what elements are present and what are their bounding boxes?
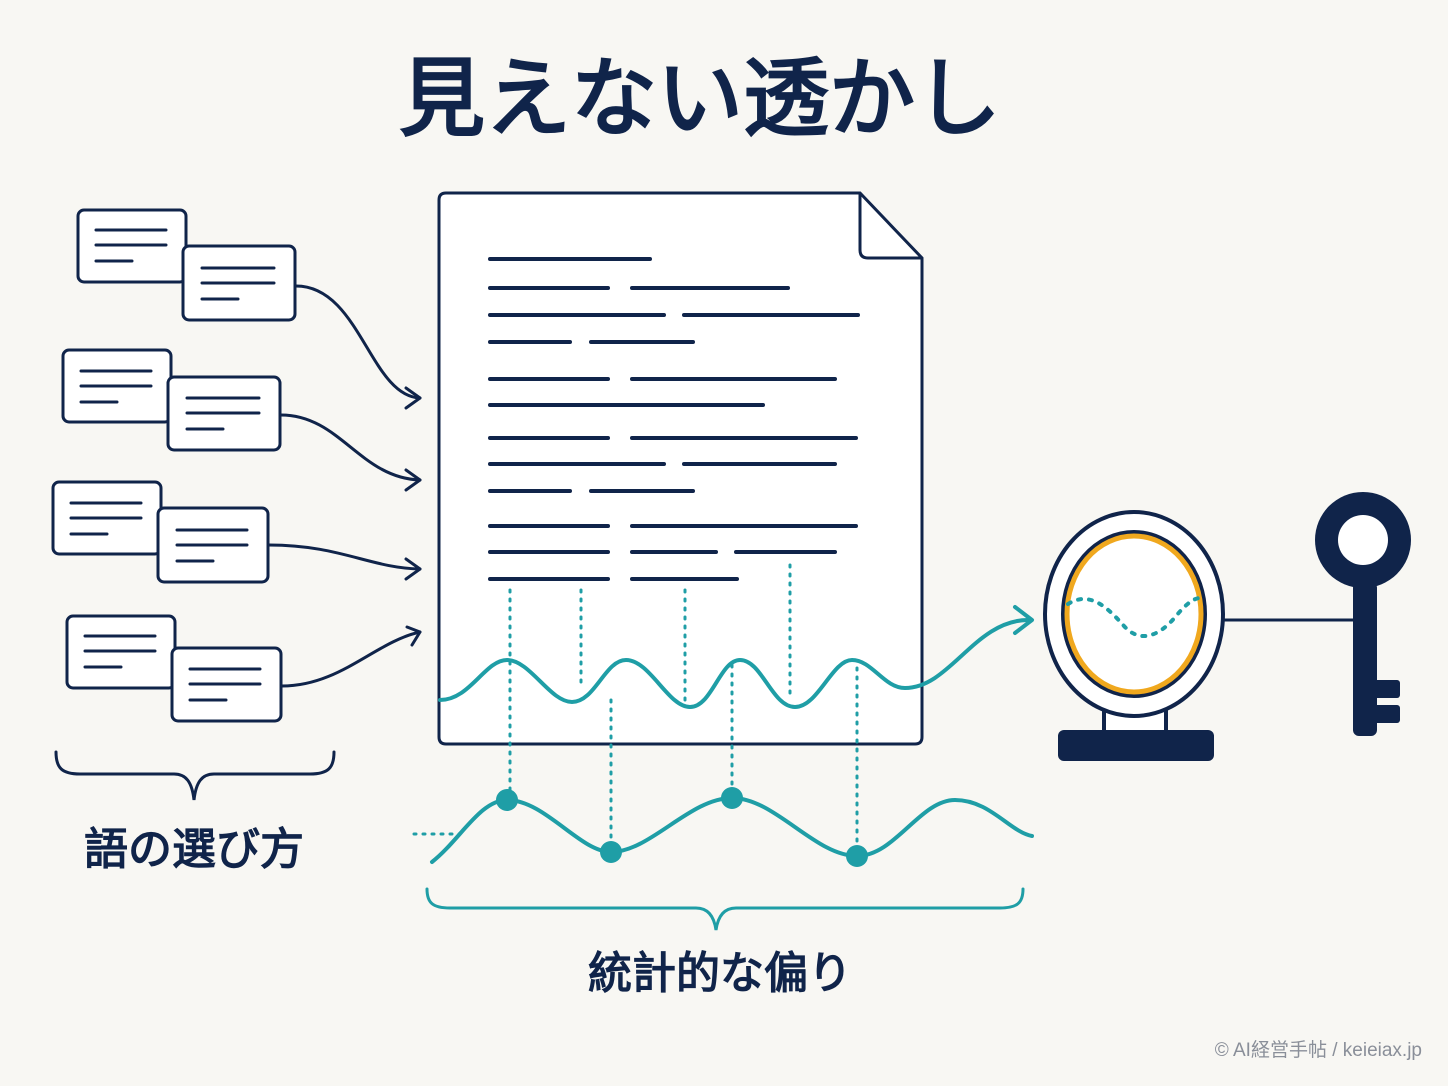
word-card-pair-2-icon [61, 348, 282, 452]
arrow-4 [280, 630, 422, 688]
statistical-sample-points [496, 787, 868, 867]
document-icon [437, 191, 924, 746]
word-choice-label: 語の選び方 [84, 824, 304, 875]
detector-wave [1066, 596, 1202, 638]
card-to-document-arrows [267, 284, 422, 688]
key-icon [1315, 492, 1411, 736]
statistical-bias-label: 統計的な偏り [588, 948, 852, 999]
wave-arrowhead [1013, 605, 1034, 635]
magnifier-detector-icon [1043, 510, 1225, 761]
page-title: 見えない透かし [399, 49, 1001, 149]
credit-text: © AI経営手帖 / keieiax.jp [1215, 1039, 1422, 1061]
word-card-pair-3-icon [51, 480, 270, 584]
word-card-pair-1-icon [76, 208, 297, 322]
word-choice-cards [51, 208, 297, 723]
token-drop-lines [508, 563, 859, 858]
arrow-2 [279, 413, 422, 482]
arrow-1 [294, 284, 422, 400]
word-choice-brace [54, 750, 336, 801]
arrow-3 [267, 543, 422, 571]
document-signal-wave [438, 618, 1030, 710]
word-card-pair-4-icon [65, 614, 283, 723]
document-text-lines [488, 257, 860, 581]
statistical-bias-brace [425, 887, 1025, 931]
